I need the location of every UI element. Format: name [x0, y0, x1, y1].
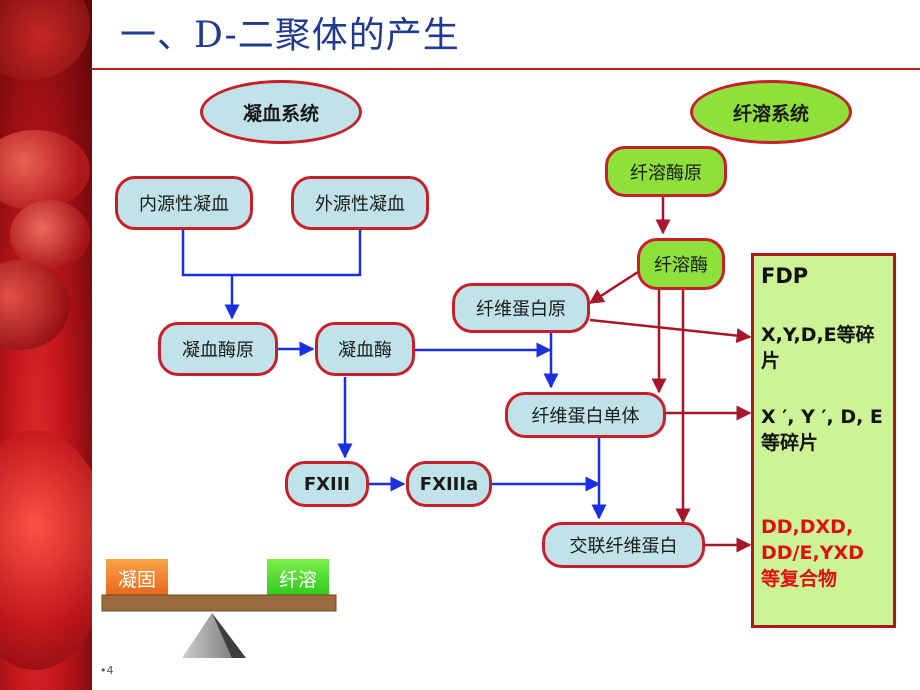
- fdp-product-1-line-1: X,Y,D,E等碎: [761, 324, 875, 346]
- fxiiia-node: FXIIIa: [406, 461, 492, 507]
- crosslinked-fibrin-node: 交联纤维蛋白: [542, 522, 705, 568]
- fdp-product-2-line-1: X ′, Y ′, D, E: [761, 406, 883, 428]
- connector-intrinsic-extrinsic-merge: [181, 230, 362, 277]
- plasminogen-node: 纤溶酶原: [605, 146, 727, 197]
- fxiii-node: FXIII: [285, 461, 369, 507]
- plasmin-node: 纤溶酶: [637, 238, 725, 290]
- page-number: •4: [100, 664, 114, 677]
- fibrinogen-node: 纤维蛋白原: [452, 283, 590, 333]
- fibrin-monomer-node: 纤维蛋白单体: [505, 392, 666, 438]
- coagulation-system-label: 凝血系统: [200, 80, 362, 144]
- prothrombin-node: 凝血酶原: [158, 322, 278, 376]
- balance-beam: [101, 594, 337, 612]
- balance-scale: [101, 594, 337, 658]
- blood-cell-decoration: [10, 200, 90, 270]
- fdp-product-2-line-2: 等碎片: [761, 432, 819, 454]
- thrombin-node: 凝血酶: [315, 322, 415, 376]
- extrinsic-coagulation-node: 外源性凝血: [291, 176, 429, 230]
- fdp-product-3-line-2: DD/E,YXD: [761, 542, 864, 564]
- fibrinolysis-system-label: 纤溶系统: [690, 80, 852, 144]
- fdp-product-3-line-1: DD,DXD,: [761, 516, 854, 538]
- arrow-fibrinogen-to-fdp: [589, 318, 752, 344]
- blood-cell-decoration: [0, 130, 90, 210]
- intrinsic-coagulation-node: 内源性凝血: [115, 176, 253, 230]
- fdp-product-3-line-3: 等复合物: [761, 568, 838, 590]
- balance-pivot-side: [212, 613, 246, 658]
- arrow-plasmin-to-fibrinogen: [588, 270, 639, 305]
- page-title: 一、D-二聚体的产生: [120, 15, 460, 56]
- blood-cell-decoration: [0, 430, 92, 670]
- title-divider: [92, 68, 920, 70]
- decorative-sidebar: [0, 0, 92, 690]
- fdp-product-1-line-2: 片: [761, 350, 781, 372]
- fdp-panel: [751, 253, 896, 628]
- balance-coagulation-weight: 凝固: [106, 559, 168, 597]
- balance-fibrinolysis-weight: 纤溶: [267, 559, 329, 597]
- fdp-heading: FDP: [761, 264, 809, 288]
